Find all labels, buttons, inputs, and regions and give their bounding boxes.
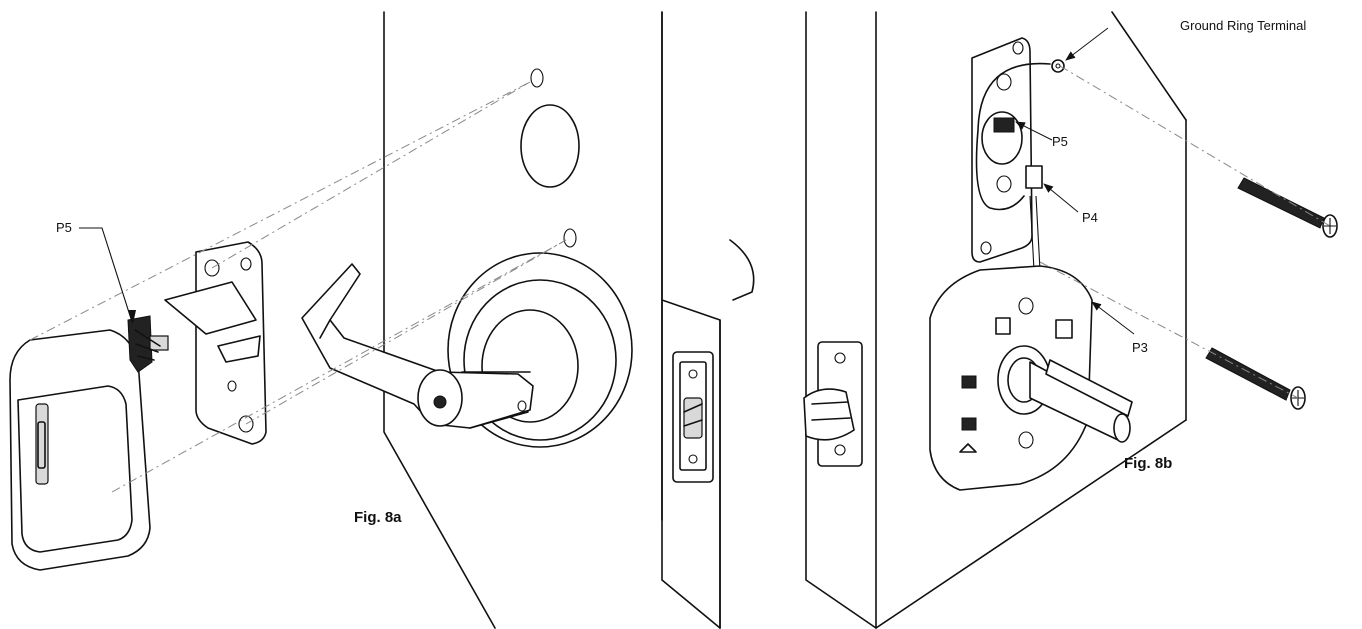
reader-housing-8a	[9, 329, 151, 571]
callout-p4-8b: P4	[1043, 183, 1098, 225]
caption-fig-8b: Fig. 8b	[1124, 455, 1172, 472]
spindle-8b	[1029, 359, 1133, 443]
callout-p3-8b: P3	[1091, 301, 1148, 355]
mounting-plate-8a	[164, 241, 267, 445]
label-p5-8a: P5	[56, 220, 72, 235]
door-8b	[805, 11, 1187, 629]
door-holes-8a	[520, 68, 580, 248]
screw-top-8b	[1237, 177, 1338, 238]
alignment-lines-8a	[29, 81, 567, 493]
label-p5-8b: P5	[1052, 134, 1068, 149]
door-8a	[383, 11, 721, 629]
ground-wire-8b	[975, 62, 1051, 211]
callout-p5-8a: P5	[56, 220, 136, 324]
chassis-8b	[929, 265, 1093, 491]
fig-8b: Ground Ring Terminal P5 P4 P3 Fig. 8b	[803, 11, 1338, 629]
caption-fig-8a: Fig. 8a	[354, 509, 402, 526]
wire-harness-8a	[127, 315, 169, 373]
callout-ground-8b: Ground Ring Terminal	[1065, 18, 1306, 61]
label-p3-8b: P3	[1132, 340, 1148, 355]
alignment-lines-8b	[1039, 65, 1331, 399]
callout-p5-8b: P5	[1015, 121, 1068, 149]
fig-8a: P5 Fig. 8a	[9, 11, 755, 629]
rear-hub-8a	[729, 239, 755, 301]
latch-faceplate-8a	[672, 351, 714, 483]
cable-8b	[1029, 195, 1041, 271]
label-ground-ring-terminal: Ground Ring Terminal	[1180, 18, 1306, 33]
latch-8b	[803, 341, 863, 467]
label-p4-8b: P4	[1082, 210, 1098, 225]
ground-ring-terminal	[1051, 59, 1065, 73]
lever-handle-8a	[301, 263, 534, 429]
